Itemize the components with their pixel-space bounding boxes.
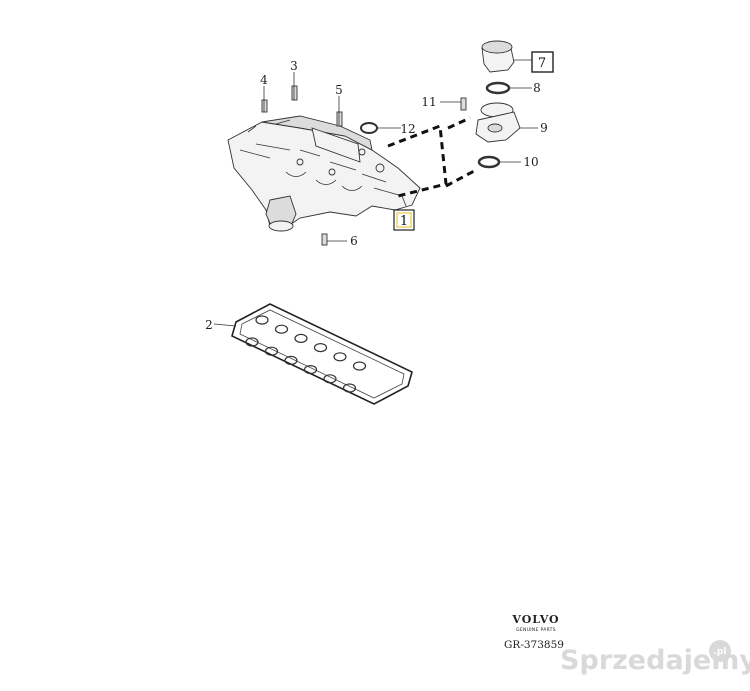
gasket-port — [303, 365, 318, 375]
valve-cover — [227, 115, 421, 232]
bolt-4 — [261, 86, 268, 113]
callout-1-highlight — [396, 212, 412, 228]
seal-ring-12 — [360, 122, 401, 134]
assembly-dash-line — [387, 123, 448, 198]
gasket-port — [342, 383, 357, 393]
callout-4: 4 — [260, 73, 268, 87]
callout-1: 1 — [400, 214, 408, 229]
bolt-6 — [321, 233, 347, 246]
callout-10: 10 — [523, 155, 538, 169]
gasket-port — [313, 343, 328, 353]
callout-1-box — [393, 209, 415, 231]
callout-3: 3 — [290, 59, 298, 73]
volvo-logo: VOLVO GENUINE PARTS — [511, 613, 559, 633]
bolt-5 — [336, 96, 343, 127]
gasket-port — [284, 355, 298, 365]
callout-5: 5 — [335, 83, 343, 97]
callout-12: 12 — [400, 122, 415, 136]
gasket-port — [352, 361, 367, 371]
valve-cover-gasket — [213, 303, 413, 405]
oil-filler-neck-9 — [475, 102, 538, 143]
callout-7: 7 — [538, 56, 546, 71]
gasket-ports — [245, 315, 367, 393]
brand-name: VOLVO — [511, 613, 559, 626]
watermark-dot-badge — [709, 640, 731, 662]
watermark: Sprzedajemy .pl — [560, 640, 750, 676]
callout-6: 6 — [350, 234, 358, 248]
seal-ring-10 — [477, 155, 521, 169]
gasket-port — [274, 324, 289, 334]
watermark-suffix: .pl — [714, 647, 727, 657]
gasket-port — [323, 374, 337, 384]
bolt-3 — [291, 72, 298, 101]
callout-2: 2 — [205, 318, 213, 332]
bolt-11 — [440, 97, 467, 111]
callout-8: 8 — [533, 81, 541, 95]
brand-tagline: GENUINE PARTS — [516, 627, 556, 633]
oil-filler-cap-7 — [481, 40, 532, 73]
gasket-port — [255, 315, 269, 325]
seal-ring-8 — [485, 81, 532, 95]
gasket-port — [333, 352, 347, 362]
gasket-port — [245, 337, 259, 347]
gasket-port — [264, 346, 279, 356]
callout-7-box — [531, 51, 554, 73]
assembly-dash-line-2 — [445, 116, 477, 188]
gasket-port — [294, 333, 308, 343]
callout-11: 11 — [421, 95, 436, 109]
callout-9: 9 — [540, 121, 548, 135]
diagram-reference: GR-373859 — [504, 639, 564, 651]
